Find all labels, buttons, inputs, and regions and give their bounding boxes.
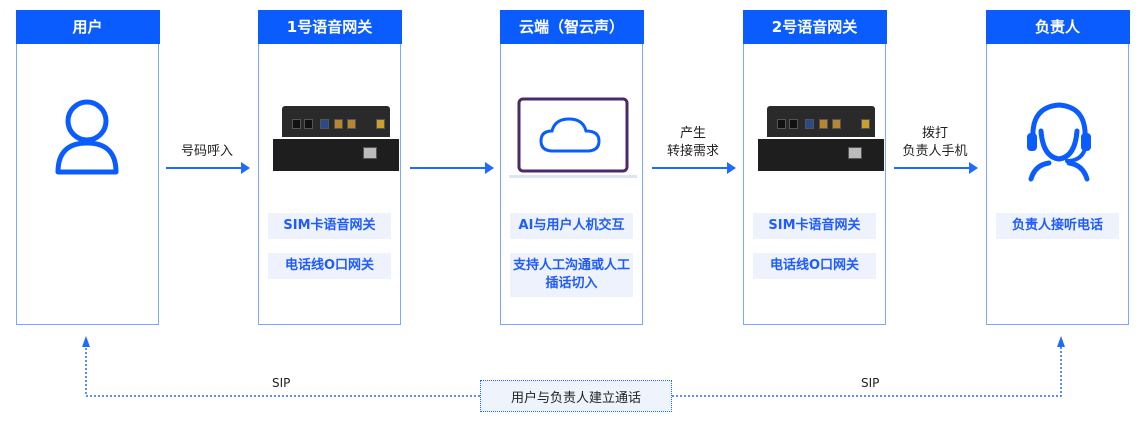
cloud-laptop-icon: [509, 97, 637, 178]
arrow-label: 产生 转接需求: [666, 126, 719, 159]
column-header: 负责人: [985, 9, 1130, 44]
flow-arrow: [166, 162, 250, 174]
voice-gateway-device-image: [273, 106, 399, 174]
cloud-feature-tag: AI与用户人机交互: [510, 213, 633, 239]
gateway-type-tag: 电话线O口网关: [268, 253, 391, 279]
cloud-feature-tag: 支持人工沟通或人工插话切入: [510, 253, 633, 297]
voice-gateway-device-image: [758, 106, 884, 174]
flow-arrow: [652, 162, 736, 174]
column-gateway-2: 2号语音网关 SIM卡语音网关 电话线O口网关: [742, 9, 887, 325]
column-gateway-1: 1号语音网关 SIM卡语音网关 电话线O口网关: [257, 9, 402, 325]
gateway-type-tag: SIM卡语音网关: [268, 213, 391, 239]
flow-arrow: [410, 162, 494, 174]
column-header: 1号语音网关: [257, 9, 402, 44]
column-header: 用户: [15, 9, 160, 44]
column-cloud: 云端（智云声） AI与用户人机交互 支持人工沟通或人工插话切入: [499, 9, 644, 325]
user-icon: [55, 99, 119, 175]
call-established-label: 用户与负责人建立通话: [480, 380, 672, 412]
sip-label-left: SIP: [272, 376, 291, 390]
column-header: 2号语音网关: [742, 9, 887, 44]
arrow-label: 拨打 负责人手机: [902, 126, 968, 159]
gateway-type-tag: SIM卡语音网关: [753, 213, 876, 239]
sip-label-right: SIP: [861, 376, 880, 390]
headset-agent-icon: [1027, 102, 1091, 182]
gateway-type-tag: 电话线O口网关: [753, 253, 876, 279]
arrow-label: 号码呼入: [180, 144, 233, 159]
sip-connection-line: [82, 336, 1065, 397]
column-user: 用户: [15, 9, 160, 325]
manager-action-tag: 负责人接听电话: [996, 213, 1119, 239]
column-manager: 负责人 负责人接听电话: [985, 9, 1130, 325]
flow-arrow: [894, 162, 978, 174]
column-header: 云端（智云声）: [499, 9, 644, 44]
